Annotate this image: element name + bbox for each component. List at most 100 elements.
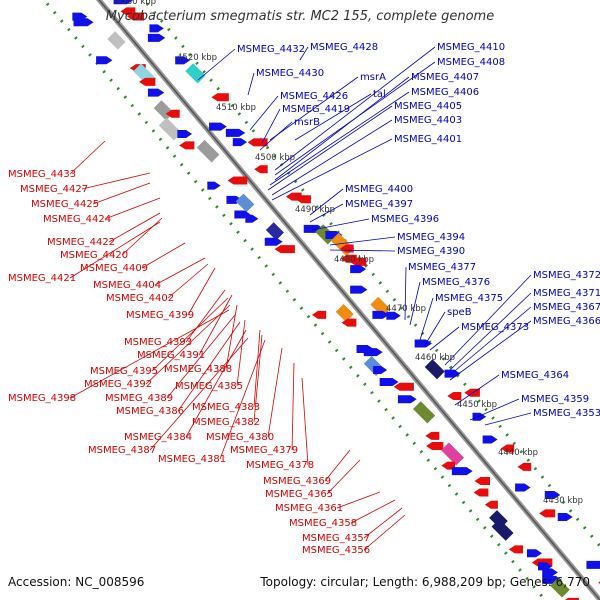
reverse-leader <box>326 459 361 495</box>
feature-block <box>265 222 284 241</box>
reverse-gene <box>517 462 532 471</box>
forward-leader <box>274 46 436 171</box>
reverse-gene-label: MSMEG_4422 <box>47 237 115 248</box>
reverse-leader <box>219 339 266 460</box>
reverse-gene-label: MSMEG_4391 <box>137 350 205 361</box>
forward-gene <box>544 491 561 500</box>
forward-gene-label: MSMEG_4366 <box>533 316 600 327</box>
feature-block <box>441 442 464 466</box>
reverse-leader <box>185 329 247 438</box>
reverse-gene <box>484 500 498 509</box>
reverse-gene-label: MSMEG_4424 <box>43 214 111 225</box>
forward-gene <box>225 128 246 137</box>
forward-leader <box>469 398 520 421</box>
feature-block <box>335 304 354 322</box>
forward-gene <box>264 237 283 246</box>
forward-gene-label: MSMEG_4372 <box>533 270 600 281</box>
feature-block <box>107 31 126 50</box>
reverse-leader <box>225 304 238 370</box>
forward-leader <box>309 203 344 223</box>
forward-gene-label: MSMEG_4430 <box>256 68 324 79</box>
forward-gene-label: MSMEG_4432 <box>237 44 305 55</box>
forward-gene-label: MSMEG_4406 <box>411 87 479 98</box>
forward-leader <box>329 236 396 246</box>
forward-gene-label: tal <box>373 89 386 100</box>
reverse-leader <box>145 304 231 385</box>
backbone-core <box>98 0 600 600</box>
forward-leader <box>449 306 532 376</box>
reverse-gene-label: MSMEG_4381 <box>158 454 226 465</box>
forward-gene <box>209 122 227 131</box>
reverse-leader <box>69 309 230 399</box>
forward-gene <box>147 88 165 97</box>
forward-leader <box>424 311 446 346</box>
forward-gene <box>397 395 417 404</box>
reverse-gene-label: MSMEG_4398 <box>8 393 76 404</box>
forward-gene <box>515 483 531 492</box>
reverse-leader <box>92 182 151 205</box>
reverse-gene-label: MSMEG_4388 <box>164 364 232 375</box>
forward-gene <box>207 181 221 190</box>
scale-mark-label: 4500 kbp <box>255 153 295 163</box>
reverse-gene-label: MSMEG_4386 <box>116 406 184 417</box>
forward-leader <box>449 320 532 381</box>
reverse-gene-label: MSMEG_4369 <box>263 476 331 487</box>
forward-gene-label: MSMEG_4400 <box>345 184 413 195</box>
reverse-gene-label: MSMEG_4399 <box>126 310 194 321</box>
reverse-gene <box>254 165 268 174</box>
reverse-gene-label: MSMEG_4409 <box>80 263 148 274</box>
forward-leader <box>449 292 532 371</box>
forward-gene-label: MSMEG_4407 <box>411 72 479 83</box>
forward-leader <box>309 188 344 216</box>
reverse-gene-label: MSMEG_4379 <box>230 445 298 456</box>
feature-block <box>158 117 182 141</box>
forward-leader <box>299 46 309 61</box>
reverse-gene <box>500 444 515 453</box>
forward-gene-label: MSMEG_4373 <box>461 322 529 333</box>
topology-text: Topology: circular; Length: 6,988,209 bp… <box>260 575 590 589</box>
feature-block <box>550 577 570 598</box>
reverse-leader <box>151 297 229 372</box>
forward-leader <box>311 218 370 231</box>
scale-mark-label: 4460 kbp <box>415 353 455 363</box>
reverse-gene <box>247 138 268 147</box>
forward-leader <box>419 297 434 341</box>
forward-gene-label: MSMEG_4394 <box>397 232 465 243</box>
reverse-gene-label: MSMEG_4380 <box>206 432 274 443</box>
forward-leader <box>429 326 460 351</box>
reverse-gene <box>447 392 462 401</box>
reverse-gene <box>165 109 180 118</box>
forward-leader <box>454 374 500 406</box>
reverse-gene-label: MSMEG_4365 <box>265 489 333 500</box>
reverse-leader <box>81 172 151 190</box>
forward-leader <box>269 91 410 186</box>
scale-mark-label: 4450 kbp <box>457 400 497 410</box>
forward-gene <box>73 18 94 27</box>
genome-backbone <box>95 0 600 600</box>
forward-gene <box>177 129 193 138</box>
accession-text: Accession: NC_008596 <box>8 575 145 589</box>
reverse-leader <box>121 217 163 256</box>
forward-gene-label: MSMEG_4377 <box>408 262 476 273</box>
forward-leader <box>404 266 407 321</box>
forward-gene-label: MSMEG_4401 <box>394 134 462 145</box>
reverse-gene-label: MSMEG_4392 <box>84 379 152 390</box>
scale-mark-label: 4480 kbp <box>334 255 374 265</box>
forward-gene-label: MSMEG_4364 <box>501 370 569 381</box>
scale-mark-label: 4430 kbp <box>543 496 583 506</box>
reverse-leader <box>154 257 206 286</box>
reverse-leader <box>177 321 241 412</box>
forward-gene <box>386 311 401 320</box>
reverse-gene <box>474 477 491 486</box>
reverse-leader <box>291 362 295 451</box>
forward-gene <box>557 513 573 522</box>
scale-mark-label: 4520 kbp <box>177 53 217 63</box>
forward-gene <box>245 214 259 223</box>
forward-gene <box>373 365 388 374</box>
reverse-gene-label: MSMEG_4421 <box>8 273 76 284</box>
reverse-gene-label: MSMEG_4395 <box>90 366 158 377</box>
gene-features <box>72 0 600 600</box>
forward-gene <box>542 568 558 577</box>
